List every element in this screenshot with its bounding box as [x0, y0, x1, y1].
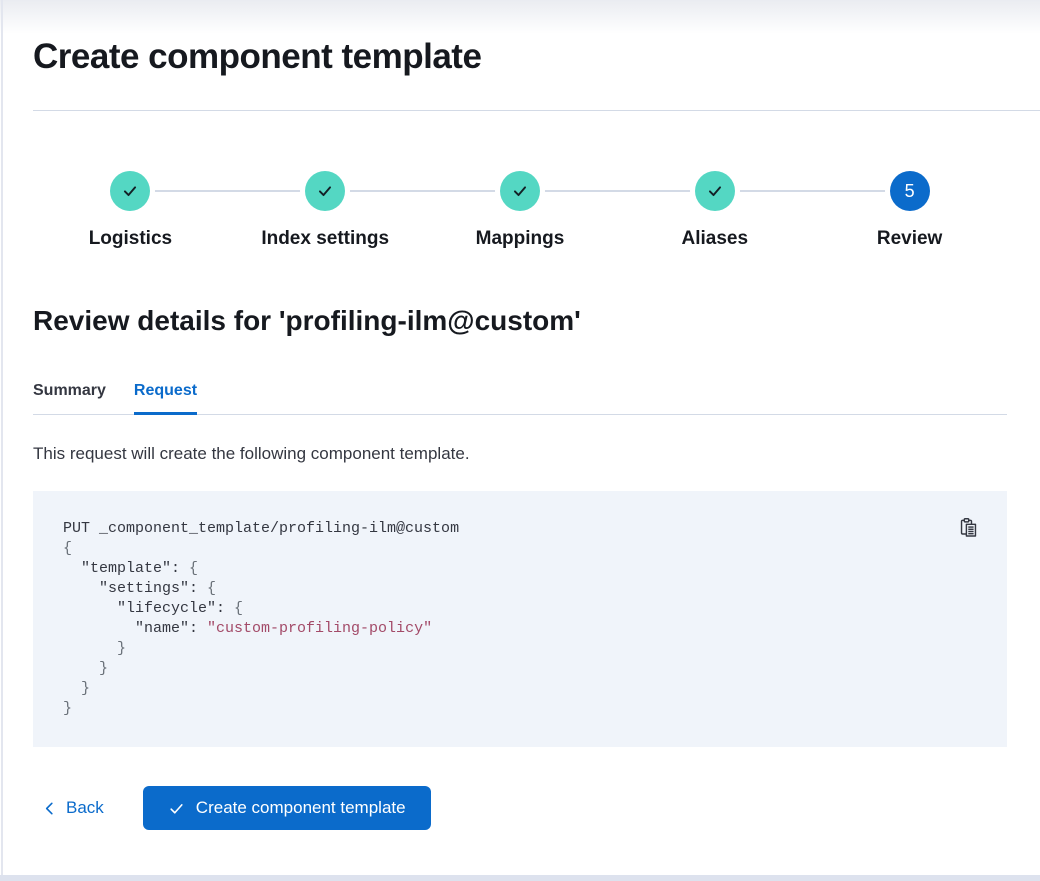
copy-button[interactable]	[956, 515, 981, 540]
create-component-template-button[interactable]: Create component template	[142, 786, 431, 830]
code-line: }	[63, 660, 109, 677]
code-line: "lifecycle": {	[63, 600, 244, 617]
bottom-scrollbar[interactable]	[0, 875, 1040, 881]
title-divider	[33, 110, 1040, 111]
tab-summary[interactable]: Summary	[33, 382, 106, 399]
step-number-circle: 5	[889, 171, 930, 211]
code-line: }	[63, 700, 73, 717]
code-line: {	[63, 540, 73, 557]
step-label: Logistics	[88, 228, 173, 249]
copy-clipboard-icon	[958, 518, 979, 541]
code-line: "name": "custom-profiling-policy"	[63, 620, 433, 637]
step-item-mappings[interactable]: Mappings	[423, 171, 618, 250]
request-description: This request will create the following c…	[33, 444, 470, 463]
step-item-index-settings[interactable]: Index settings	[228, 171, 423, 250]
step-check-icon	[305, 171, 346, 211]
step-check-icon	[499, 171, 540, 211]
step-label: Aliases	[681, 228, 749, 249]
code-line: "settings": {	[63, 580, 217, 597]
request-code: PUT _component_template/profiling-ilm@cu…	[63, 519, 977, 719]
tab-bar: Summary Request	[33, 382, 1007, 415]
step-item-aliases[interactable]: Aliases	[617, 171, 812, 250]
left-edge-line	[1, 0, 3, 881]
review-heading: Review details for 'profiling-ilm@custom…	[33, 305, 581, 336]
footer-actions: Back Create component template	[33, 786, 1007, 830]
code-line: PUT _component_template/profiling-ilm@cu…	[63, 520, 460, 537]
step-check-icon	[110, 171, 151, 211]
check-icon	[168, 800, 185, 817]
create-component-template-page: Create component template Logistics Index…	[33, 37, 1040, 830]
step-label: Review	[876, 228, 943, 249]
request-code-block: PUT _component_template/profiling-ilm@cu…	[33, 491, 1007, 747]
back-button[interactable]: Back	[33, 798, 104, 818]
code-line: }	[63, 640, 127, 657]
chevron-left-icon	[42, 801, 57, 816]
code-line: "template": {	[63, 560, 199, 577]
step-label: Index settings	[261, 228, 390, 249]
page-title: Create component template	[33, 37, 482, 76]
code-line: }	[63, 680, 91, 697]
create-button-label: Create component template	[195, 798, 406, 817]
step-item-logistics[interactable]: Logistics	[33, 171, 228, 250]
back-button-label: Back	[66, 798, 104, 817]
tab-request[interactable]: Request	[133, 382, 198, 415]
step-label: Mappings	[475, 228, 565, 249]
step-check-icon	[694, 171, 735, 211]
